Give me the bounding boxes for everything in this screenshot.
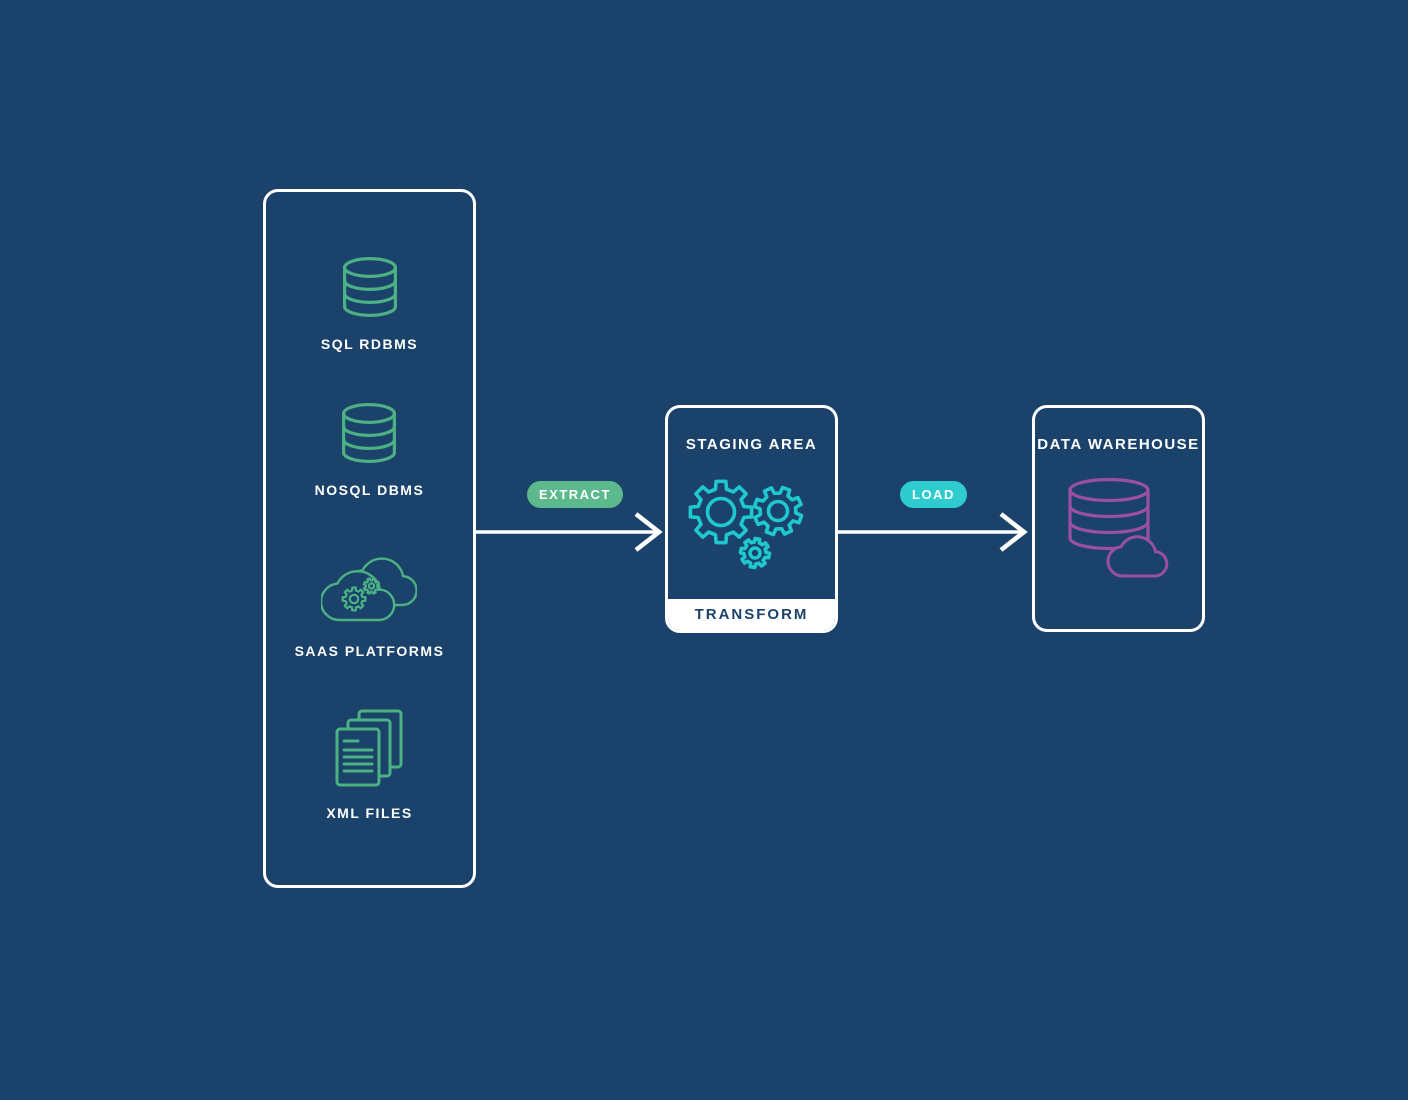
cloud-gears-icon	[321, 547, 417, 627]
data-warehouse-title: DATA WAREHOUSE	[1037, 436, 1200, 453]
load-arrow	[838, 512, 1028, 552]
documents-icon	[335, 709, 403, 787]
source-label: SAAS PLATFORMS	[294, 643, 445, 660]
source-label: XML FILES	[326, 805, 413, 822]
source-label: NOSQL DBMS	[314, 481, 425, 498]
gears-icon	[688, 479, 803, 570]
load-badge: LOAD	[900, 481, 967, 508]
extract-badge: EXTRACT	[527, 481, 623, 508]
transform-footer: TRANSFORM	[668, 599, 835, 630]
data-sources-panel: SQL RDBMS NOSQL DBMS	[263, 189, 476, 888]
source-item-sql-rdbms: SQL RDBMS	[321, 256, 418, 352]
staging-area-title: STAGING AREA	[685, 436, 818, 453]
data-warehouse-box: DATA WAREHOUSE	[1032, 405, 1205, 632]
database-icon	[342, 256, 397, 317]
transform-label: TRANSFORM	[694, 606, 809, 623]
extract-arrow	[473, 512, 663, 552]
staging-area-box: STAGING AREA TRANSFORM	[665, 405, 838, 633]
source-label: SQL RDBMS	[320, 335, 419, 352]
source-item-saas-platforms: SAAS PLATFORMS	[295, 547, 445, 659]
database-cloud-icon	[1067, 477, 1170, 579]
source-item-xml-files: XML FILES	[326, 709, 412, 821]
source-item-nosql-dbms: NOSQL DBMS	[315, 402, 425, 498]
database-icon	[342, 402, 397, 463]
